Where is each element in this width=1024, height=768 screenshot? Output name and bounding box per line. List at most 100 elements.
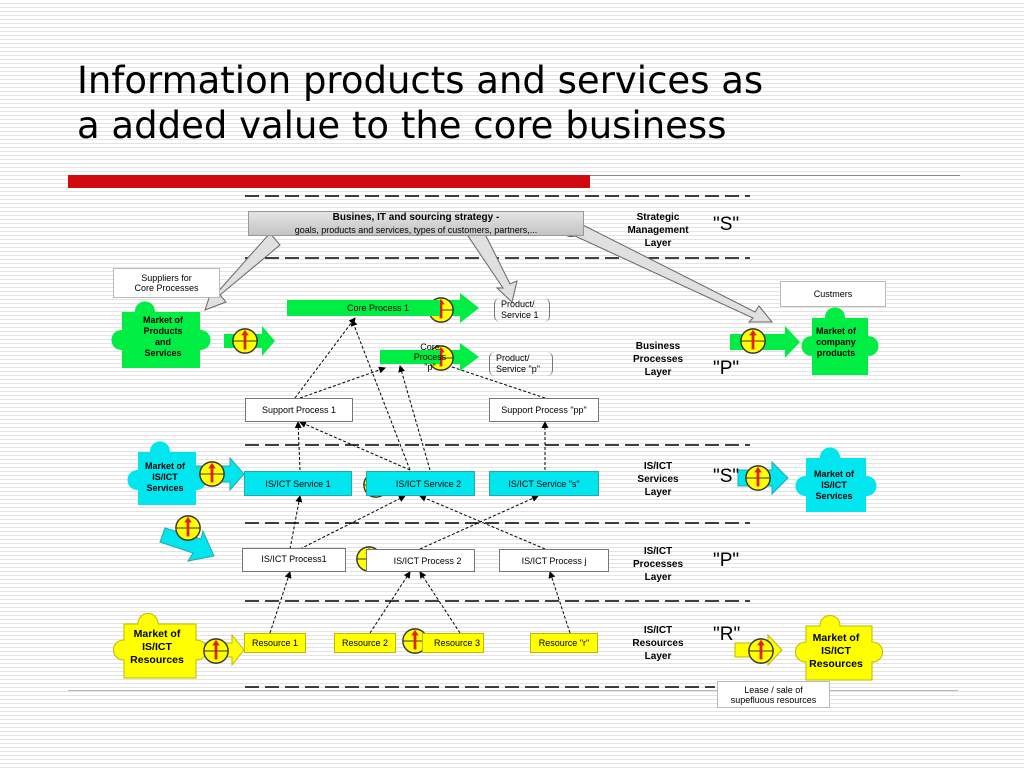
suppliers-note-line-2: Core Processes	[134, 283, 199, 293]
layer-label-strategic-line-1: Strategic	[636, 212, 680, 223]
gauge-icon-resources-right	[747, 637, 775, 665]
puzzle-ict-resources-left-label-3: Resources	[130, 654, 184, 666]
product-service-1-line-2: Service 1	[501, 310, 539, 320]
resource-r: Resource "r"	[530, 633, 598, 653]
puzzle-market-ict-services-left	[127, 441, 207, 505]
resource-1: Resource 1	[244, 633, 306, 653]
puzzle-ict-services-left-label-3: Services	[146, 483, 183, 493]
product-service-p-line-1: Product/	[496, 353, 530, 363]
layer-label-strategic-line-2: Management	[627, 225, 689, 236]
layer-label-strategic: Strategic Management Layer	[618, 211, 698, 250]
product-service-p: Product/ Service "p"	[489, 352, 553, 376]
puzzle-ict-resources-left-label-2: IS/ICT	[142, 641, 172, 653]
slide-title: Information products and services as a a…	[77, 58, 977, 148]
layer-label-business: Business Processes Layer	[618, 340, 698, 379]
puzzle-market-company-label-3: products	[817, 348, 856, 358]
ict-process-1-label: IS/ICT Process1	[261, 554, 327, 564]
layer-label-services-line-3: Layer	[644, 487, 672, 498]
puzzle-market-ict-services-right	[795, 447, 877, 512]
product-service-p-line-2: Service "p"	[496, 364, 540, 374]
gauge-icon-ict-services-left	[198, 460, 226, 488]
ict-process-2: IS/ICT Process 2	[366, 549, 475, 572]
layer-label-processes-line-2: Processes	[632, 559, 684, 570]
gauge-icon-ict-down	[174, 514, 202, 542]
strategy-heading: Busines, IT and sourcing strategy -	[332, 212, 500, 223]
layer-label-services-line-1: IS/ICT	[643, 461, 673, 472]
ict-service-1-label: IS/ICT Service 1	[265, 478, 331, 489]
layer-label-resources-line-2: Resources	[632, 638, 684, 649]
resource-2-label: Resource 2	[341, 638, 389, 648]
core-process-1: Core Process 1	[287, 300, 440, 316]
ict-service-2: IS/ICT Service 2	[366, 471, 475, 496]
customers-note-label: Custmers	[813, 289, 853, 299]
strategy-subtitle: goals, products and services, types of c…	[294, 225, 538, 235]
gauge-icon-market-company	[739, 327, 767, 355]
strategy-arrow-right	[574, 223, 774, 323]
resource-3: Resource 3	[422, 633, 484, 653]
resource-1-label: Resource 1	[251, 638, 299, 648]
layer-code-business: "P"	[713, 358, 740, 379]
layer-label-business-line-3: Layer	[644, 367, 672, 378]
puzzle-ict-services-right-label-1: Market of	[814, 469, 855, 479]
ict-process-2-label: IS/ICT Process 2	[393, 555, 462, 566]
title-line-2: a added value to the core business	[77, 104, 727, 147]
layer-label-business-line-1: Business	[635, 341, 681, 352]
product-service-1-line-1: Product/	[501, 299, 535, 309]
strategy-arrows	[204, 223, 774, 323]
product-service-1: Product/ Service 1	[494, 298, 550, 322]
puzzle-ict-services-right-label-2: IS/ICT	[821, 480, 847, 490]
puzzle-market-products	[111, 301, 211, 368]
support-process-1-label: Support Process 1	[261, 405, 337, 415]
lease-note: Lease / sale of supefluous resources	[717, 681, 830, 708]
core-process-1-label: Core Process 1	[347, 303, 410, 313]
puzzle-ict-resources-right-label-2: IS/ICT	[821, 645, 851, 657]
support-process-pp-label: Support Process "pp"	[501, 405, 587, 415]
support-process-pp: Support Process "pp"	[489, 398, 599, 422]
puzzle-market-products-label-2: Products	[143, 326, 182, 336]
layer-label-services-line-2: Services	[637, 474, 679, 485]
gauge-icon-resources-left	[202, 637, 230, 665]
puzzle-market-products-label-3: and	[155, 337, 171, 347]
lease-note-line-2: supefluous resources	[730, 694, 817, 705]
ict-service-1: IS/ICT Service 1	[244, 471, 352, 496]
puzzle-market-company	[801, 307, 879, 375]
puzzle-market-ict-resources-right	[795, 615, 883, 681]
layer-label-processes: IS/ICT Processes Layer	[618, 545, 698, 584]
layer-label-resources-line-3: Layer	[644, 651, 672, 662]
layer-code-resources: "R"	[713, 624, 741, 645]
gauge-icon-market-products	[231, 327, 259, 355]
ict-service-2-label: IS/ICT Service 2	[395, 478, 462, 489]
layer-label-processes-line-3: Layer	[644, 572, 672, 583]
puzzle-market-products-label-4: Services	[144, 348, 181, 358]
layer-label-services: IS/ICT Services Layer	[618, 460, 698, 499]
puzzle-ict-resources-right-label-3: Resources	[809, 658, 863, 670]
title-rule	[590, 175, 960, 176]
ict-process-j: IS/ICT Process j	[499, 549, 609, 572]
ict-process-j-label: IS/ICT Process j	[521, 555, 587, 566]
puzzle-ict-services-right-label-3: Services	[815, 491, 852, 501]
resource-3-label: Resource 3	[433, 638, 481, 648]
strategy-arrow-center	[467, 231, 518, 303]
puzzle-market-company-label-2: company	[816, 337, 856, 347]
layer-code-services: "S"	[713, 466, 740, 487]
ict-service-s: IS/ICT Service "s"	[489, 471, 599, 496]
layer-code-processes: "P"	[713, 550, 740, 571]
ict-process-1: IS/ICT Process1	[242, 548, 346, 572]
puzzle-ict-resources-left-label-1: Market of	[134, 628, 181, 640]
footer-rule	[68, 690, 958, 691]
puzzle-market-company-label-1: Market of	[816, 326, 857, 336]
title-line-1: Information products and services as	[77, 59, 764, 102]
resource-2: Resource 2	[334, 633, 396, 653]
strategy-box: Busines, IT and sourcing strategy - goal…	[248, 211, 584, 236]
core-process-p: Core Process "p"	[380, 342, 446, 372]
puzzle-ict-services-left-label-2: IS/ICT	[152, 472, 178, 482]
ict-service-s-label: IS/ICT Service "s"	[508, 478, 580, 489]
lease-note-line-1: Lease / sale of	[744, 684, 803, 695]
dependency-arrows	[269, 317, 571, 634]
puzzle-ict-services-left-label-1: Market of	[145, 461, 186, 471]
support-process-1: Support Process 1	[245, 398, 353, 422]
ict-services-down-arrow	[159, 527, 215, 562]
layer-label-resources: IS/ICT Resources Layer	[618, 624, 698, 663]
layer-label-resources-line-1: IS/ICT	[643, 625, 673, 636]
layer-code-strategic: "S"	[713, 214, 740, 235]
